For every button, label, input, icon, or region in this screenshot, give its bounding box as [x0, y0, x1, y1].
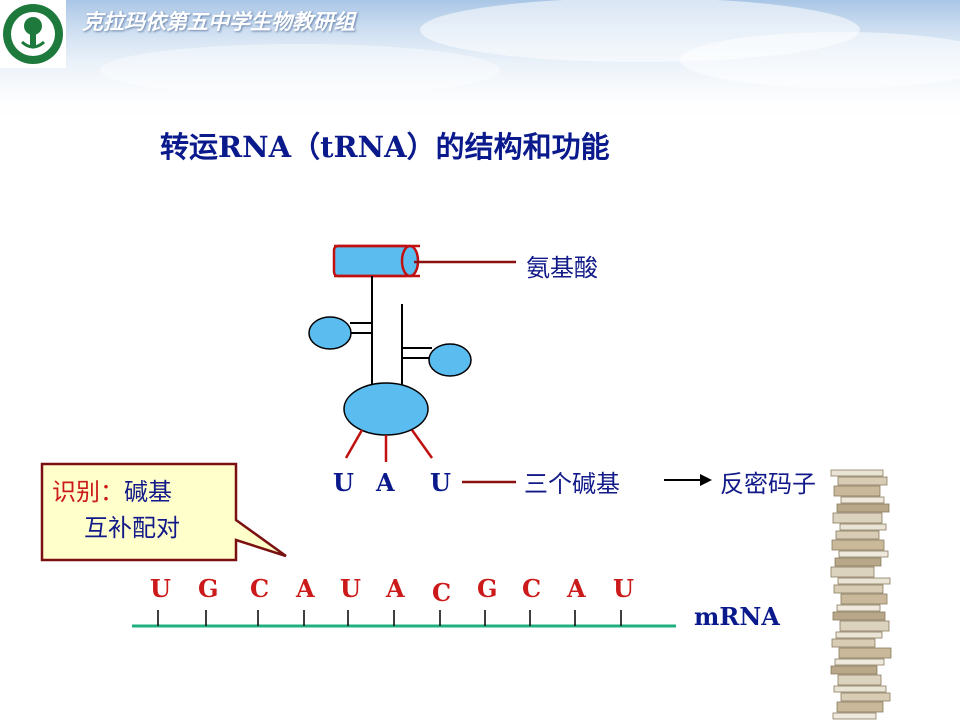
book — [836, 503, 890, 513]
callout-line-2: 互补配对 — [84, 514, 180, 542]
mrna-base: U — [340, 574, 361, 603]
mrna-base: C — [250, 574, 270, 603]
anticodon-base: U — [430, 468, 451, 497]
anticodon-base: U — [333, 468, 354, 497]
mrna-base: G — [198, 574, 219, 603]
book — [832, 712, 877, 720]
anticodon-loop — [343, 382, 429, 436]
book — [831, 539, 885, 551]
book — [832, 611, 886, 621]
amino-acid-label: 氨基酸 — [526, 254, 598, 282]
book — [838, 550, 889, 558]
callout-line-1: 识别：碱基 — [52, 474, 180, 510]
three-bases-label: 三个碱基 — [524, 470, 620, 498]
mrna-label: mRNA — [694, 602, 780, 631]
callout-highlight: 识别： — [52, 478, 124, 506]
school-logo-icon — [0, 0, 66, 68]
book-stack-icon — [830, 469, 892, 720]
book — [832, 512, 883, 524]
right-loop — [428, 343, 472, 377]
mrna-base: C — [432, 578, 452, 607]
base-stick — [344, 429, 364, 459]
book — [834, 557, 882, 567]
header-title: 克拉玛依第五中学生物教研组 — [82, 10, 355, 34]
mrna-base: A — [567, 574, 586, 603]
book — [834, 658, 885, 666]
left-loop — [308, 316, 352, 350]
mrna-base: U — [150, 574, 171, 603]
book — [830, 469, 884, 477]
callout-bubble — [40, 462, 287, 562]
mrna-base: A — [386, 574, 405, 603]
mrna-base: A — [296, 574, 315, 603]
mrna-base: G — [477, 574, 498, 603]
book — [830, 566, 875, 578]
mrna-base: U — [613, 574, 634, 603]
book — [836, 604, 881, 612]
callout-text: 识别：碱基 互补配对 — [52, 474, 180, 546]
anticodon-label: 反密码子 — [720, 470, 816, 498]
book — [837, 674, 882, 686]
amino-acid-cylinder — [332, 244, 420, 278]
book — [835, 530, 880, 540]
book — [835, 631, 883, 639]
book — [840, 593, 888, 605]
book — [837, 577, 891, 585]
slide-title: 转运RNA（tRNA）的结构和功能 — [160, 130, 610, 164]
mrna-ticks — [157, 610, 622, 626]
base-stick — [410, 429, 434, 459]
header-cloud — [100, 44, 500, 96]
header-cloud — [680, 32, 960, 88]
book — [840, 496, 885, 504]
book — [838, 647, 892, 659]
book — [840, 692, 891, 702]
book — [831, 638, 876, 648]
book — [837, 476, 888, 486]
trna-diagram — [308, 244, 472, 462]
book — [839, 620, 890, 632]
mrna-base: C — [522, 574, 542, 603]
book — [833, 584, 884, 594]
book — [833, 485, 881, 497]
callout-line-1-rest: 碱基 — [124, 478, 172, 506]
book — [839, 523, 887, 531]
book — [833, 685, 887, 693]
arrow-right-icon — [664, 474, 712, 486]
book — [830, 665, 878, 675]
anticodon-base: A — [376, 468, 395, 497]
book — [836, 701, 884, 713]
